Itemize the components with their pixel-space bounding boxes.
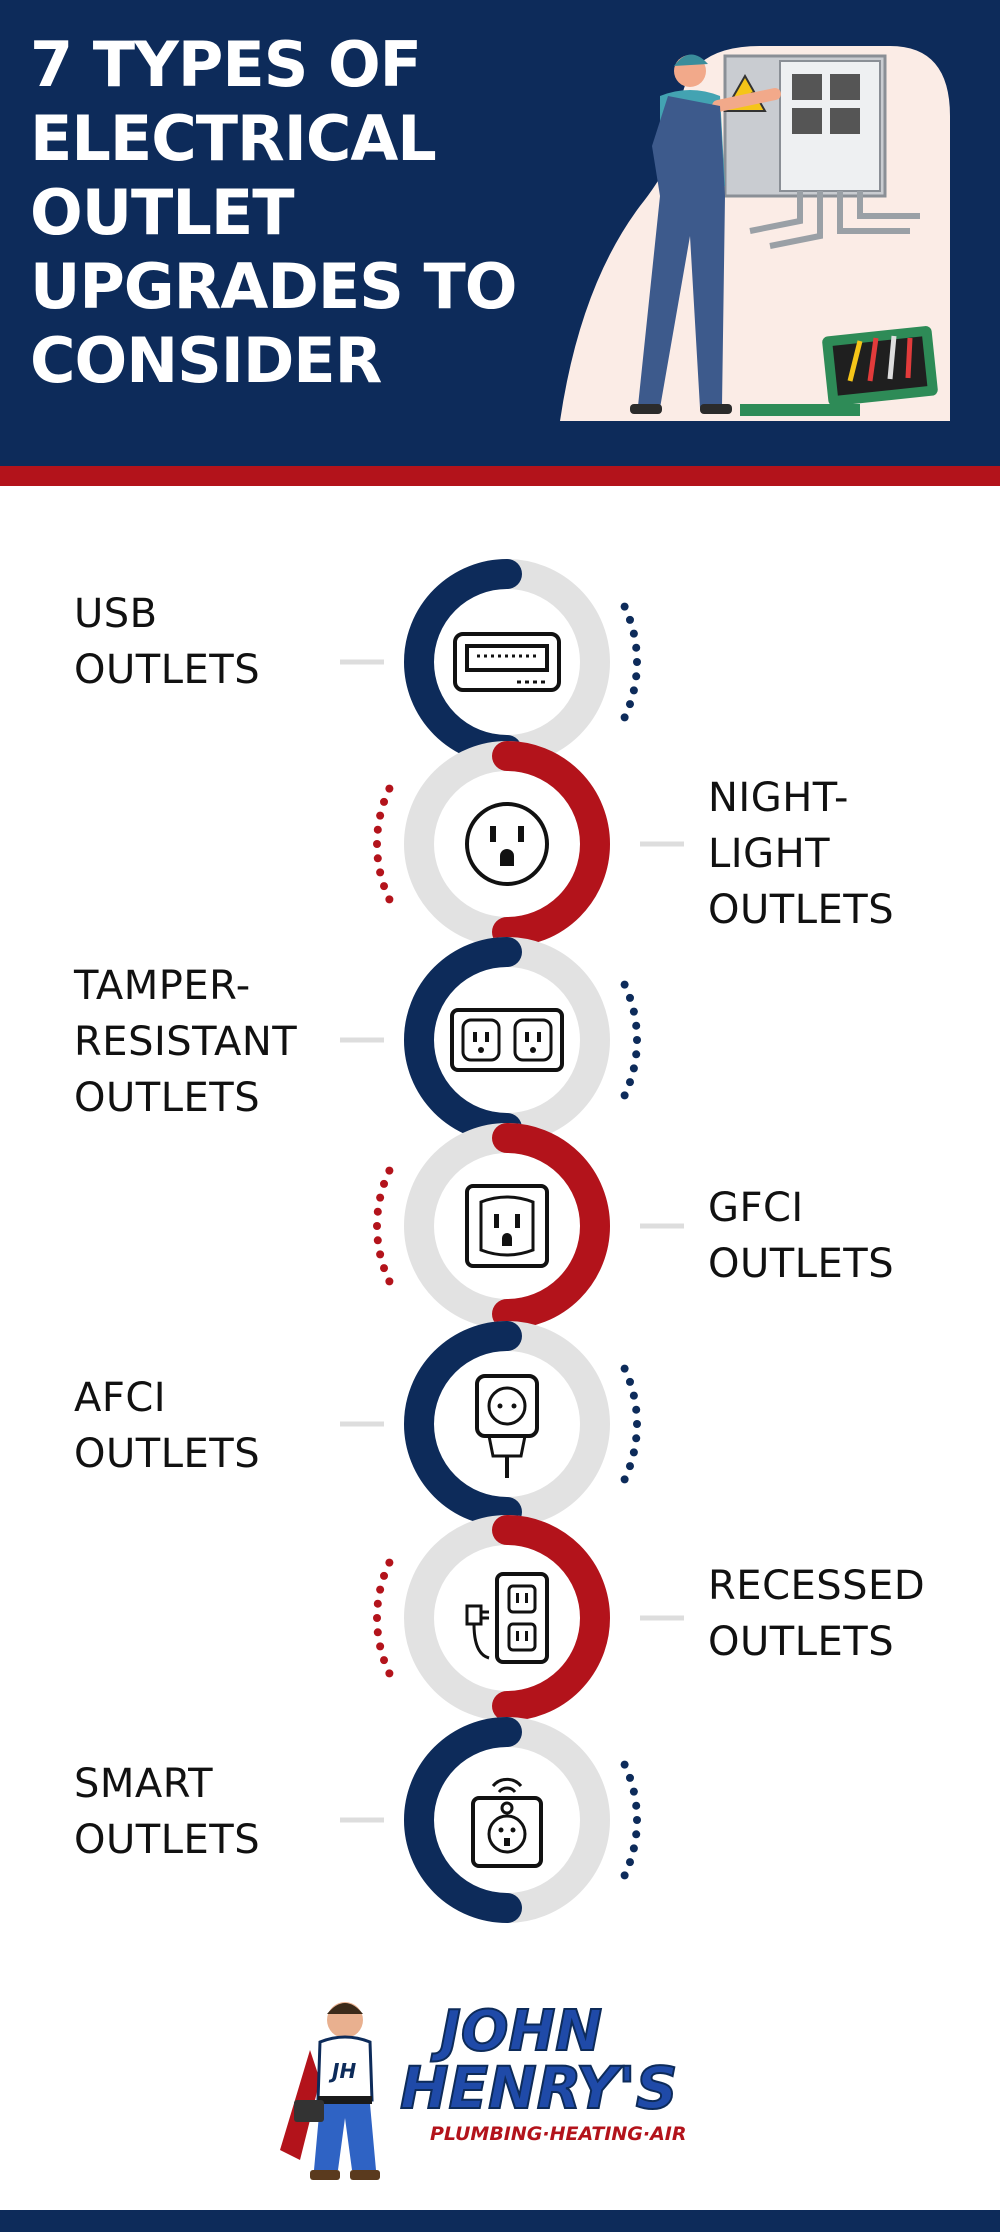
outlet-label-usb: USB OUTLETS — [74, 586, 260, 698]
title-line: ELECTRICAL — [30, 102, 437, 175]
timeline-node — [373, 741, 684, 947]
footer-bar — [0, 2210, 1000, 2232]
page-title: 7 TYPES OF ELECTRICAL OUTLET UPGRADES TO… — [30, 28, 517, 398]
label-line: OUTLETS — [708, 1619, 895, 1665]
label-line: NIGHT- — [708, 775, 849, 821]
label-line: OUTLETS — [74, 1431, 261, 1477]
recessed-outlet-icon — [465, 1572, 549, 1664]
label-line: OUTLETS — [708, 887, 895, 933]
outlet-label-smart: SMART OUTLETS — [74, 1756, 260, 1868]
label-line: OUTLETS — [74, 1075, 261, 1121]
label-line: OUTLETS — [74, 647, 261, 693]
outlet-label-recessed: RECESSED OUTLETS — [708, 1558, 925, 1670]
title-line: CONSIDER — [30, 324, 382, 397]
timeline-node — [340, 1717, 641, 1923]
header-banner: 7 TYPES OF ELECTRICAL OUTLET UPGRADES TO… — [0, 0, 1000, 466]
single-outlet-icon — [465, 802, 549, 886]
outlet-label-tamper-resistant: TAMPER- RESISTANT OUTLETS — [74, 958, 297, 1126]
electrician-illustration: ⚡ — [560, 46, 950, 421]
plug-outlet-icon — [475, 1374, 539, 1478]
company-logo: JH JOHN HENRY'S PLUMBING·HEATING·AIR — [280, 1998, 687, 2180]
timeline-node — [373, 1515, 684, 1721]
outlet-label-afci: AFCI OUTLETS — [74, 1370, 260, 1482]
label-line: OUTLETS — [708, 1241, 895, 1287]
label-line: LIGHT — [708, 831, 831, 877]
outlet-label-night-light: NIGHT- LIGHT OUTLETS — [708, 770, 894, 938]
label-line: USB — [74, 591, 158, 637]
timeline-node — [373, 1123, 684, 1329]
timeline-node — [340, 1321, 641, 1527]
title-line: UPGRADES TO — [30, 250, 517, 323]
label-line: TAMPER- — [74, 963, 251, 1009]
title-line: OUTLET — [30, 176, 295, 249]
brand-name-line2: HENRY'S — [400, 2054, 678, 2122]
usb-port-icon — [453, 632, 561, 692]
brand-name-line1: JOHN — [430, 1999, 602, 2064]
double-outlet-icon — [450, 1008, 564, 1072]
label-line: RESISTANT — [74, 1019, 298, 1065]
electrician-figure — [630, 54, 781, 414]
title-line: 7 TYPES OF — [30, 28, 422, 101]
outlet-label-gfci: GFCI OUTLETS — [708, 1180, 894, 1292]
label-line: AFCI — [74, 1375, 167, 1421]
label-line: RECESSED — [708, 1563, 926, 1609]
label-line: OUTLETS — [74, 1817, 261, 1863]
brand-tagline: PLUMBING·HEATING·AIR — [430, 2123, 687, 2145]
label-line: GFCI — [708, 1185, 804, 1231]
timeline-node — [340, 937, 641, 1143]
outlet-timeline — [340, 559, 684, 1923]
toolbox-icon — [740, 326, 938, 416]
header-divider-bar — [0, 466, 1000, 486]
timeline-node — [340, 559, 641, 765]
smart-outlet-icon — [471, 1777, 543, 1868]
label-line: SMART — [74, 1761, 214, 1807]
mascot-initials: JH — [328, 2059, 356, 2083]
gfci-outlet-icon — [465, 1184, 549, 1268]
mascot-figure: JH — [280, 2002, 380, 2180]
